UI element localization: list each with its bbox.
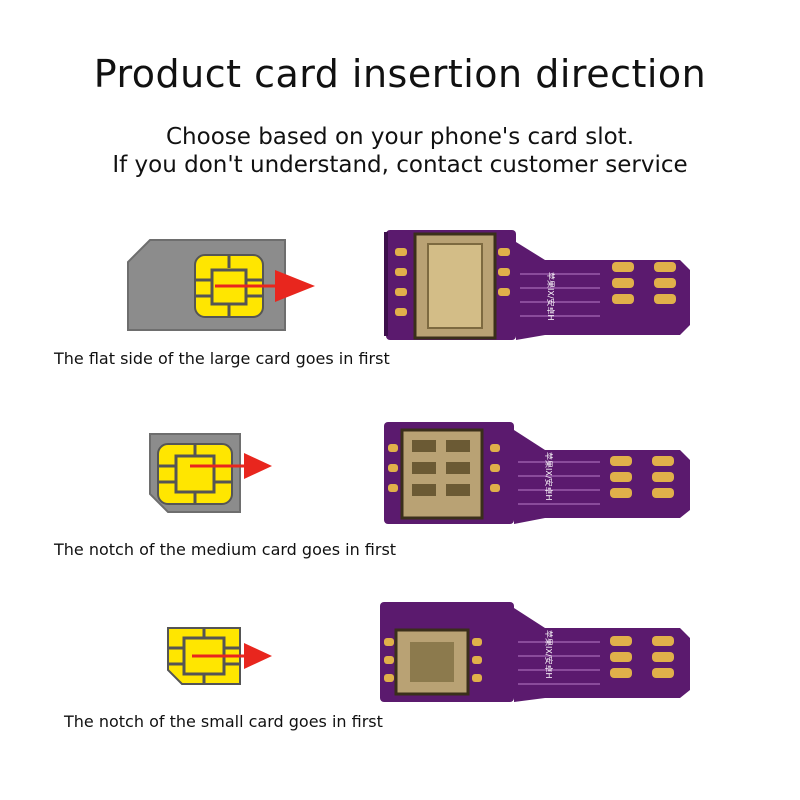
medium-sim-card bbox=[149, 433, 241, 513]
subtitle-line-1: Choose based on your phone's card slot. bbox=[165, 124, 635, 150]
page-title: Product card insertion direction bbox=[93, 52, 707, 96]
medium-card-row-illustration: 苹果IX/安卓H bbox=[149, 422, 690, 524]
insertion-arrow bbox=[190, 453, 272, 479]
sim-adapter-board: 苹果IX/安卓H bbox=[384, 230, 690, 340]
large-sim-card bbox=[127, 239, 286, 331]
insertion-arrow bbox=[215, 270, 315, 302]
board-silkscreen-label: 苹果IX/安卓H bbox=[544, 452, 554, 501]
large-card-row-illustration: 苹果IX/安卓H bbox=[127, 230, 690, 340]
medium-card-caption: The notch of the medium card goes in fir… bbox=[54, 540, 397, 559]
sim-adapter-board: 苹果IX/安卓H bbox=[384, 422, 690, 524]
small-card-row-illustration: 苹果IX/安卓H bbox=[167, 602, 690, 702]
board-silkscreen-label: 苹果IX/安卓H bbox=[544, 630, 554, 679]
sim-adapter-board: 苹果IX/安卓H bbox=[380, 602, 690, 702]
large-card-caption: The flat side of the large card goes in … bbox=[54, 349, 390, 368]
small-card-caption: The notch of the small card goes in firs… bbox=[64, 712, 383, 731]
board-silkscreen-label: 苹果IX/安卓H bbox=[546, 272, 556, 321]
insertion-arrow bbox=[192, 643, 272, 669]
subtitle-line-2: If you don't understand, contact custome… bbox=[112, 152, 688, 178]
